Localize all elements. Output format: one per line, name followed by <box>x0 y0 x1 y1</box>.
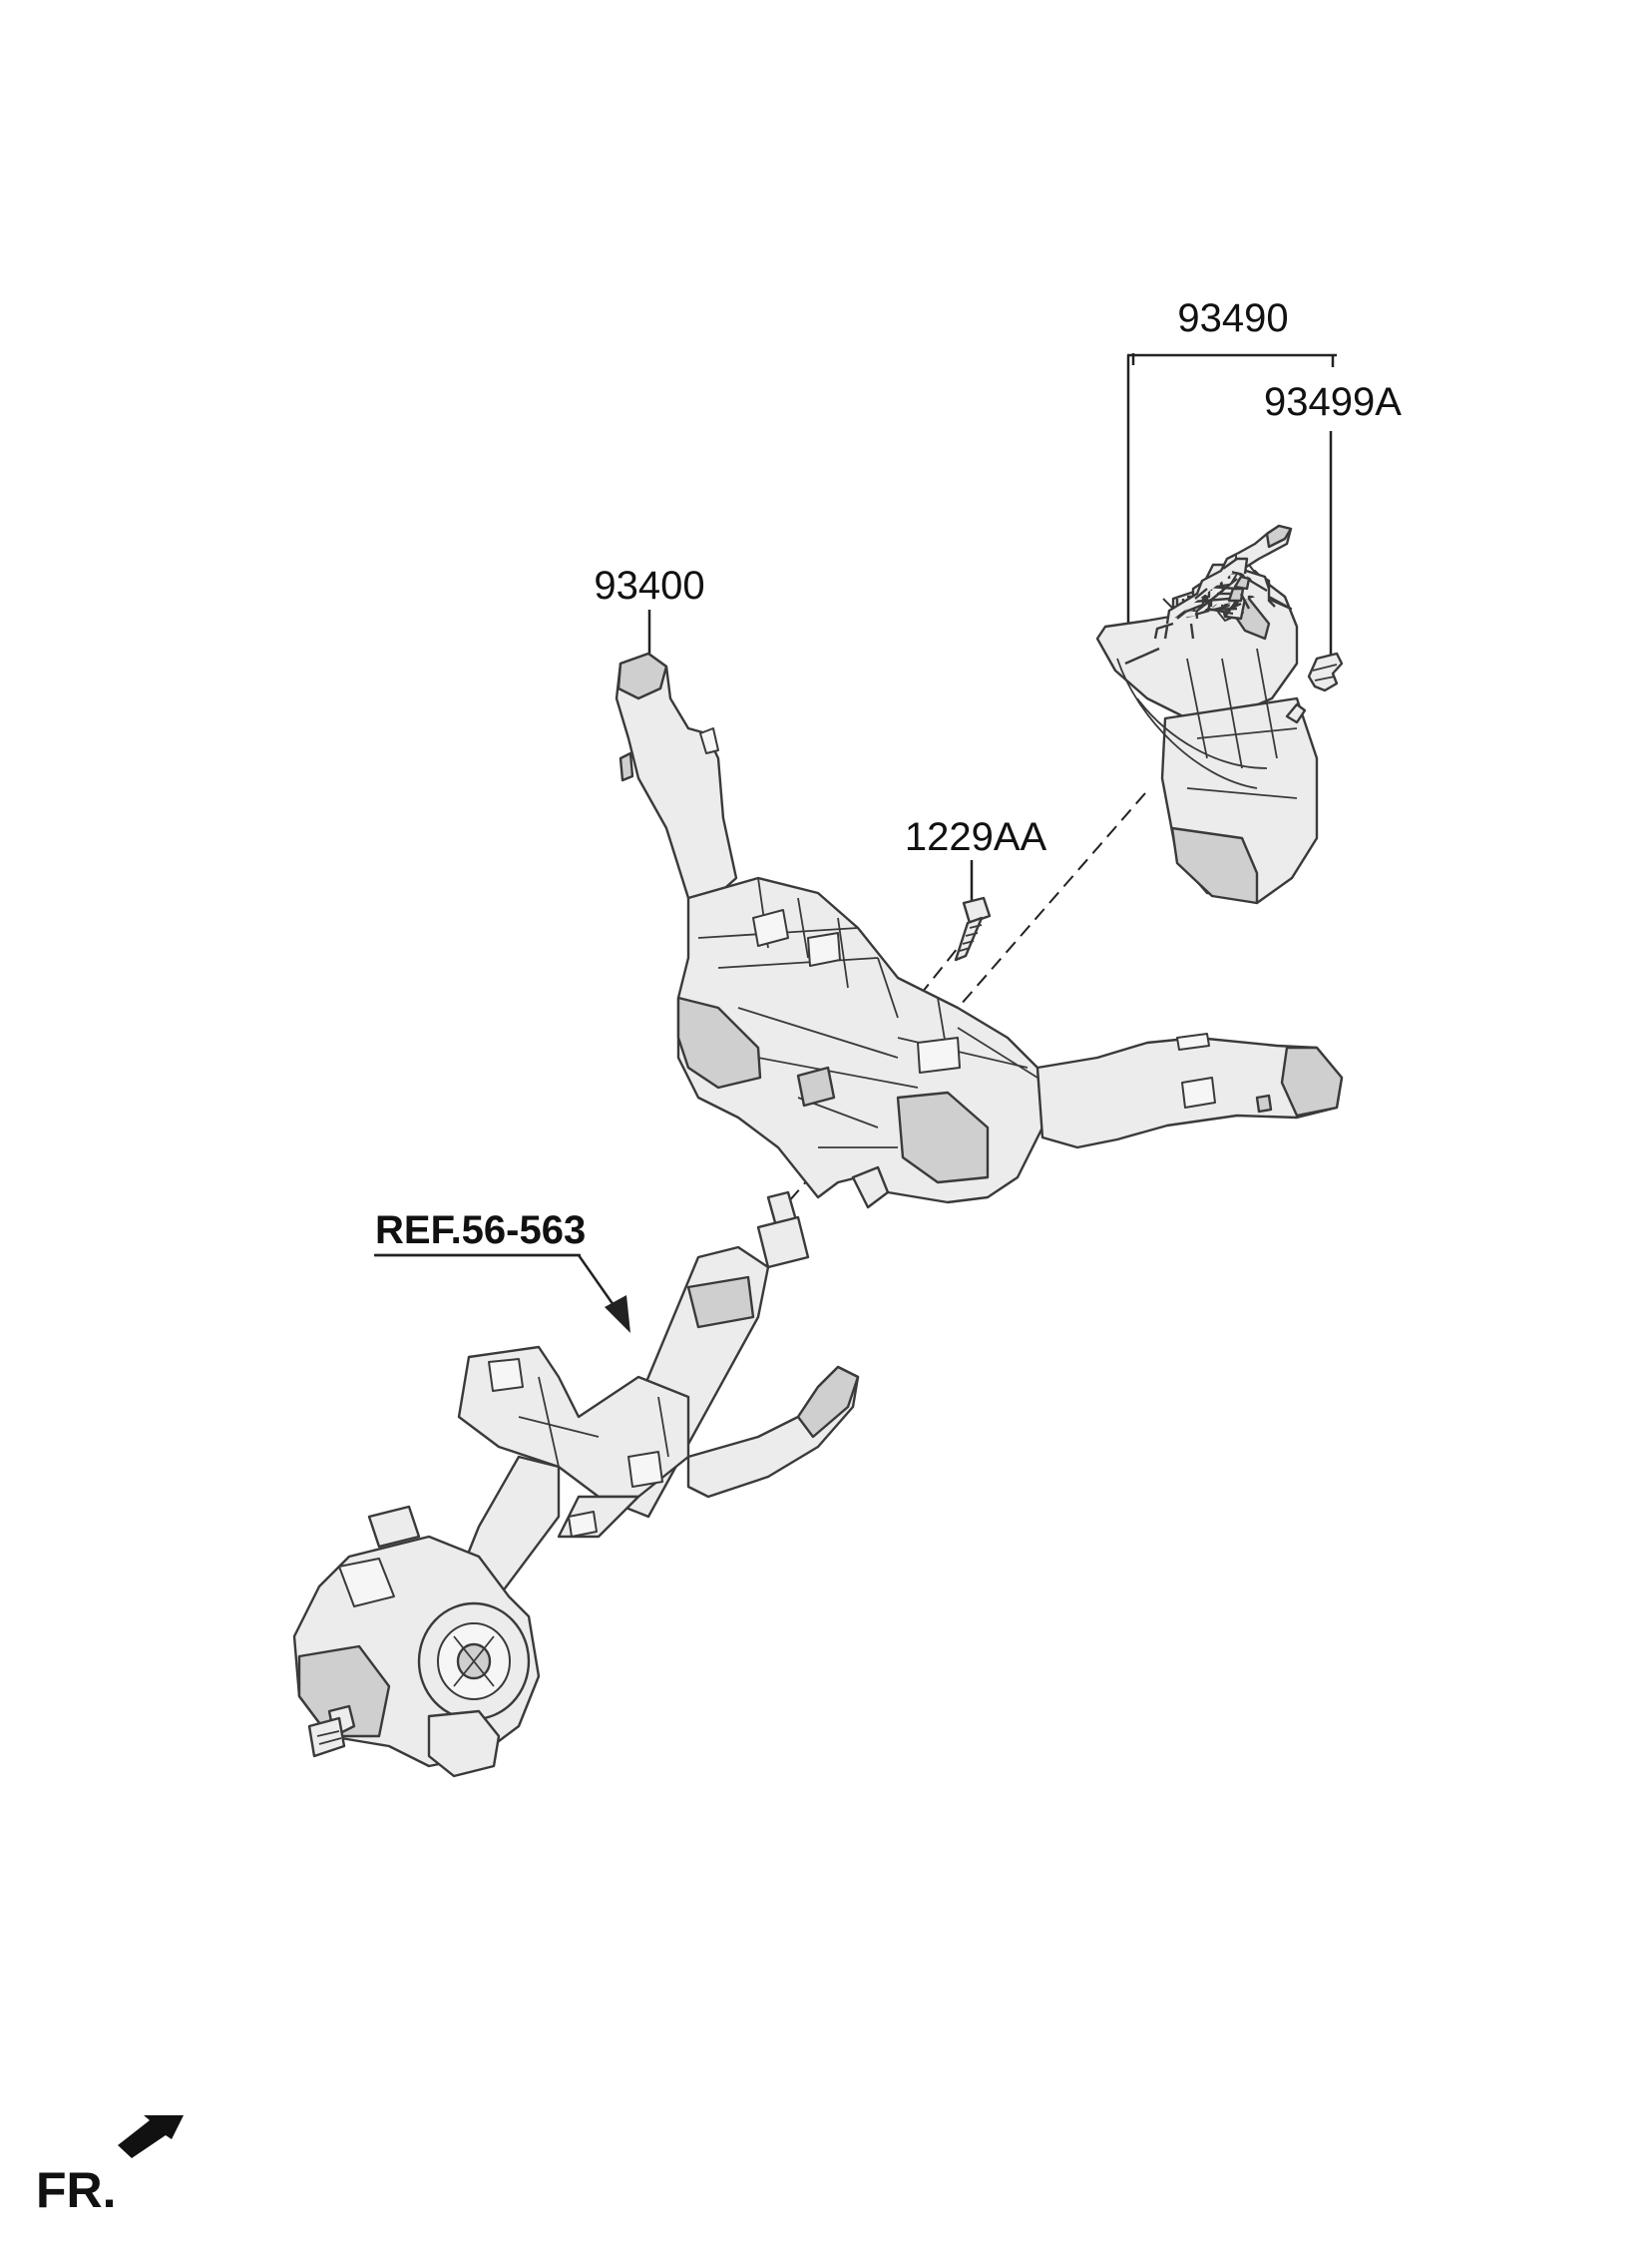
label-93490: 93490 <box>1177 296 1288 340</box>
clip-part <box>1285 652 1344 724</box>
label-93400: 93400 <box>594 564 704 608</box>
front-indicator: FR. <box>36 2115 184 2218</box>
clock-spring-assembly <box>1095 524 1344 905</box>
fr-label: FR. <box>36 2162 117 2218</box>
screw-part <box>954 896 992 962</box>
label-93499a: 93499A <box>1264 380 1402 424</box>
steering-column <box>292 1190 860 1778</box>
arrow-icon <box>118 2115 184 2158</box>
multifunction-switch <box>615 652 1344 1209</box>
label-1229aa: 1229AA <box>905 815 1047 859</box>
label-ref-56-563: REF.56-563 <box>375 1208 586 1252</box>
